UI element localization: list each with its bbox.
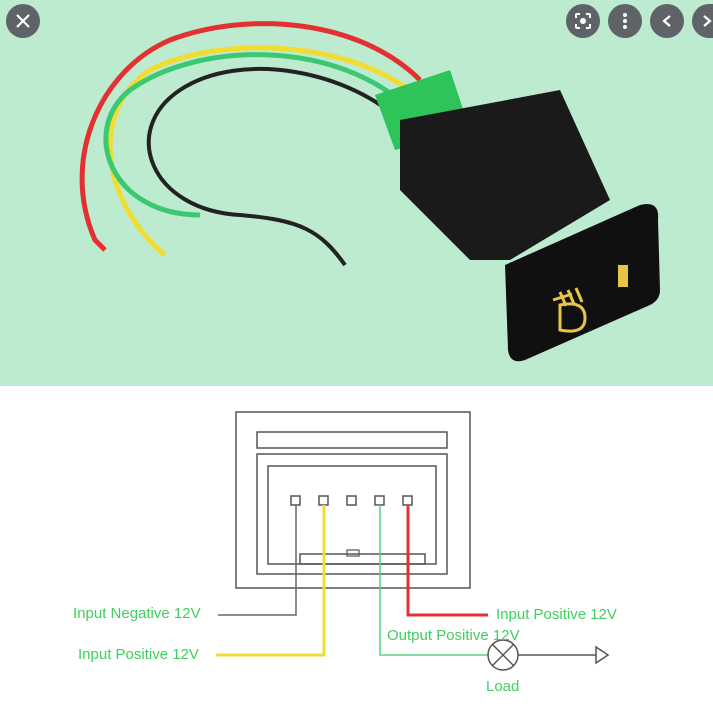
diagram-drawing xyxy=(216,411,610,671)
arrow-icon xyxy=(595,645,610,665)
red-wire xyxy=(79,21,422,252)
label-input-negative: Input Negative 12V xyxy=(73,605,201,622)
previous-button[interactable] xyxy=(650,4,684,38)
switch-photo-illustration xyxy=(79,21,660,362)
indicator-led xyxy=(618,265,628,287)
pins xyxy=(290,495,413,506)
black-wire xyxy=(146,66,407,267)
green-wire xyxy=(103,52,412,218)
chevron-left-icon xyxy=(662,15,671,27)
red-wire-line xyxy=(406,505,488,617)
lens-button[interactable] xyxy=(566,4,600,38)
switch-face xyxy=(505,204,660,362)
wiring-diagram: Input Negative 12V Input Positive 12V In… xyxy=(0,386,713,713)
label-output-positive: Output Positive 12V xyxy=(387,627,520,644)
close-button[interactable] xyxy=(6,4,40,38)
close-icon xyxy=(16,14,30,28)
yellow-wire xyxy=(107,45,417,257)
switch-body xyxy=(400,90,610,260)
pin-cavity xyxy=(267,465,437,565)
label-input-positive-right: Input Positive 12V xyxy=(496,606,617,623)
housing-top-bar xyxy=(256,431,448,449)
lens-icon xyxy=(575,13,591,29)
housing-outer xyxy=(235,411,471,589)
product-photo xyxy=(0,0,713,386)
next-button[interactable] xyxy=(692,4,713,38)
fog-light-icon xyxy=(552,287,587,333)
housing-inner xyxy=(256,453,448,575)
more-vert-icon xyxy=(623,13,627,29)
pin-base xyxy=(299,553,426,565)
yellow-wire-line xyxy=(216,505,326,657)
more-options-button[interactable] xyxy=(608,4,642,38)
label-input-positive-left: Input Positive 12V xyxy=(78,646,199,663)
chevron-right-icon xyxy=(703,15,712,27)
green-wire-line xyxy=(379,505,488,656)
negative-wire xyxy=(218,505,297,616)
label-load: Load xyxy=(486,678,520,695)
